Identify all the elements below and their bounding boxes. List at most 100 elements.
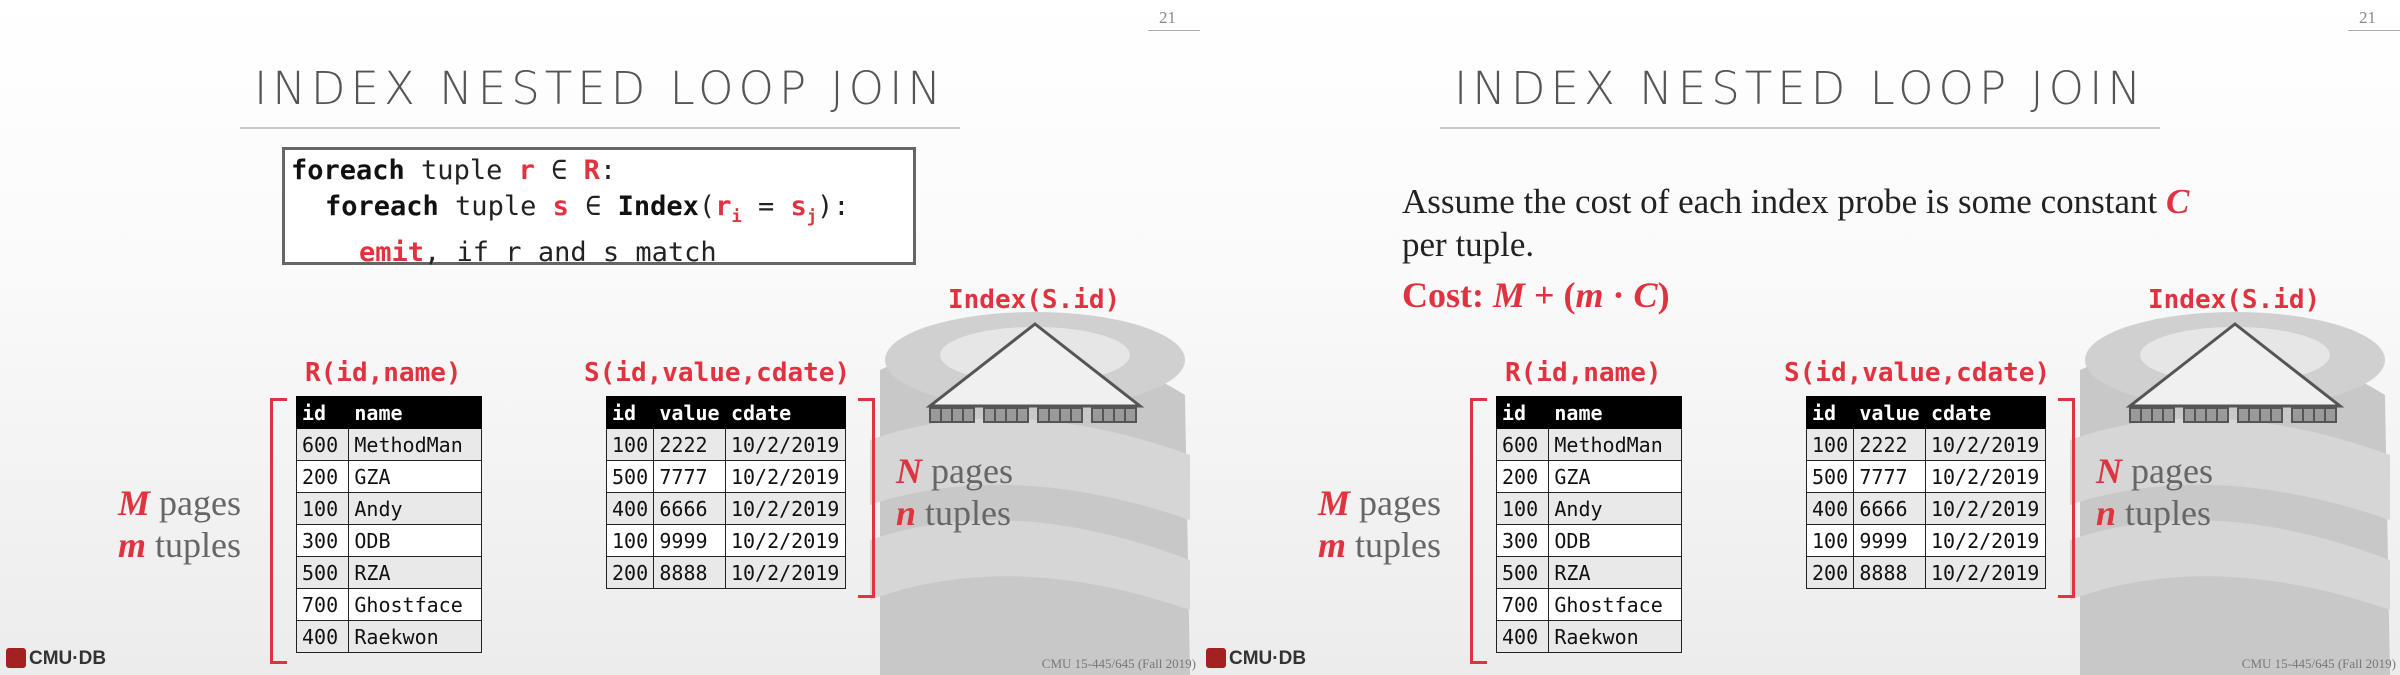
pages-word: pages xyxy=(1359,483,1442,523)
table-cell: 8888 xyxy=(653,556,726,589)
formula-operator: · xyxy=(1603,275,1634,315)
course-footer: CMU 15-445/645 (Fall 2019) xyxy=(2241,656,2396,671)
table-cell: GZA xyxy=(1548,460,1682,493)
table-header-row: id value cdate xyxy=(1805,396,2047,429)
table-cell: Ghostface xyxy=(348,588,482,621)
title-divider xyxy=(240,127,960,129)
code-subscript: j xyxy=(806,207,817,227)
table-cell: Raekwon xyxy=(1548,620,1682,653)
slide-1: 21 INDEX NESTED LOOP JOIN foreach tuple … xyxy=(0,0,1200,675)
code-variable: s xyxy=(552,191,569,222)
table-cell: 100 xyxy=(605,428,655,461)
table-cell: 10/2/2019 xyxy=(1924,460,2047,493)
assumption-text: Assume the cost of each index probe is s… xyxy=(1402,180,2222,266)
code-text: , if r and s match xyxy=(424,237,717,268)
tuples-variable: m xyxy=(1318,525,1347,565)
table-cell: ODB xyxy=(1548,524,1682,557)
column-header: name xyxy=(1548,396,1682,429)
table-cell: Ghostface xyxy=(1548,588,1682,621)
course-footer: CMU 15-445/645 (Fall 2019) xyxy=(1041,656,1196,671)
code-text: ): xyxy=(817,191,850,222)
cmu-db-logo: CMU·DB xyxy=(6,648,106,670)
formula-term: C xyxy=(1633,275,1658,315)
table-cell: 400 xyxy=(295,620,350,653)
table-cell: 200 xyxy=(605,556,655,589)
table-cell: 300 xyxy=(1495,524,1550,557)
code-keyword: foreach xyxy=(325,191,439,222)
table-cell: 7777 xyxy=(1853,460,1926,493)
tuples-word: tuples xyxy=(2125,493,2212,533)
outer-table-title: R(id,name) xyxy=(305,358,462,388)
column-header: value xyxy=(653,396,726,429)
table-cell: 200 xyxy=(295,460,350,493)
pseudocode-block: foreach tuple r ∈ R: foreach tuple s ∈ I… xyxy=(282,147,916,268)
table-cell: 100 xyxy=(1805,428,1855,461)
outer-size-label: M pages m tuples xyxy=(118,482,241,566)
code-text: ( xyxy=(698,191,716,222)
table-cell: 2222 xyxy=(653,428,726,461)
tuples-variable: n xyxy=(896,493,917,533)
pages-word: pages xyxy=(159,483,242,523)
table-cell: 9999 xyxy=(1853,524,1926,557)
cost-constant-variable: C xyxy=(2165,182,2190,221)
code-text: tuple xyxy=(438,191,553,222)
inner-table-bracket xyxy=(858,398,875,598)
btree-index-icon xyxy=(925,322,1145,423)
table-cell: 700 xyxy=(295,588,350,621)
table-cell: 200 xyxy=(1495,460,1550,493)
pages-variable: M xyxy=(1318,483,1351,523)
logo-mark-icon xyxy=(1206,648,1226,668)
cost-label: Cost: xyxy=(1402,275,1493,315)
table-cell: 500 xyxy=(295,556,350,589)
btree-index-icon xyxy=(2125,322,2345,423)
column-header: id xyxy=(1805,396,1855,429)
table-cell: 100 xyxy=(1805,524,1855,557)
table-cell: MethodMan xyxy=(1548,428,1682,461)
code-line-3: emit, if r and s match xyxy=(291,235,907,271)
code-text: ∈ xyxy=(568,191,618,222)
tuples-variable: n xyxy=(2096,493,2117,533)
page-number: 21 xyxy=(1159,8,1176,27)
cmu-db-logo: CMU·DB xyxy=(1206,648,1306,670)
logo-mark-icon xyxy=(6,648,26,668)
inner-table-title: S(id,value,cdate) xyxy=(584,358,851,388)
table-cell: 10/2/2019 xyxy=(724,524,847,557)
page-number-rule xyxy=(2348,30,2400,31)
formula-operator: ) xyxy=(1657,275,1670,315)
formula-operator: + ( xyxy=(1525,275,1576,315)
table-cell: 10/2/2019 xyxy=(1924,492,2047,525)
table-cell: 400 xyxy=(1495,620,1550,653)
title-divider xyxy=(1440,127,2160,129)
code-text: = xyxy=(741,191,791,222)
column-header: cdate xyxy=(724,396,847,429)
column-header: cdate xyxy=(1924,396,2047,429)
table-cell: 100 xyxy=(605,524,655,557)
code-relation: R xyxy=(583,155,600,186)
table-cell: RZA xyxy=(1548,556,1682,589)
index-label: Index(S.id) xyxy=(2148,285,2321,315)
slide-2: 21 INDEX NESTED LOOP JOIN Assume the cos… xyxy=(1200,0,2400,675)
logo-text: CMU·DB xyxy=(1229,648,1307,669)
table-cell: RZA xyxy=(348,556,482,589)
tuples-word: tuples xyxy=(155,525,242,565)
table-cell: 300 xyxy=(295,524,350,557)
table-cell: Andy xyxy=(1548,492,1682,525)
slide-title: INDEX NESTED LOOP JOIN xyxy=(1453,62,2147,115)
formula-term: M xyxy=(1492,275,1525,315)
